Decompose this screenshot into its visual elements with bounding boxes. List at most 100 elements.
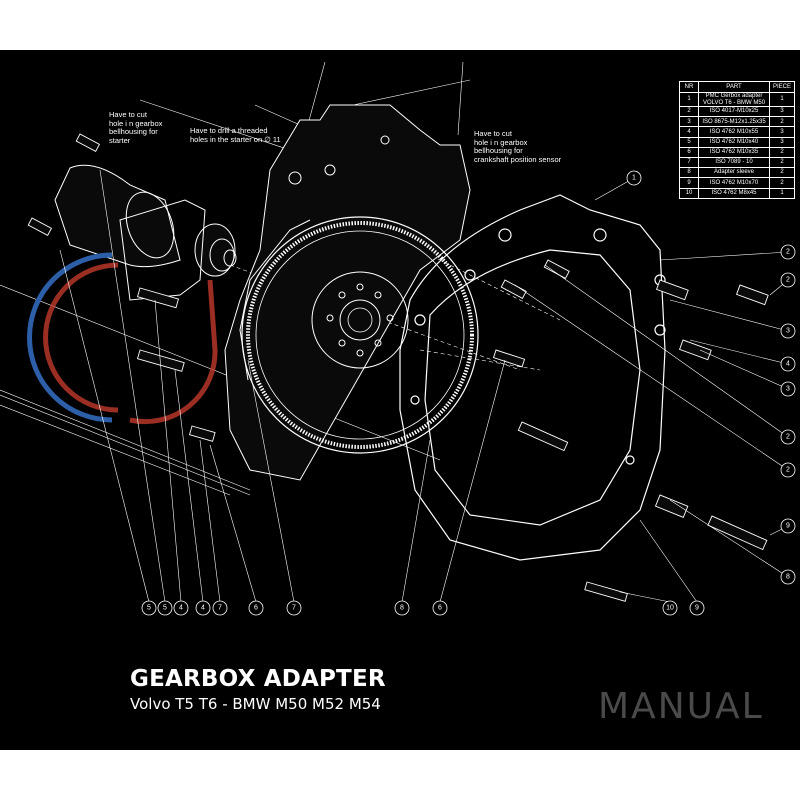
flywheel — [241, 216, 479, 454]
parts-table-header-part: PART — [698, 81, 770, 93]
callout-balloon: 5 — [157, 600, 173, 616]
parts-table-cell-nr: 6 — [679, 146, 699, 158]
parts-table-cell-part: ISO 4762 M10x70 — [698, 177, 770, 189]
callout-balloon: 1 — [626, 170, 642, 186]
callout-number: 2 — [786, 434, 790, 441]
callout-balloon: 9 — [780, 518, 796, 534]
callout-balloon: 6 — [432, 600, 448, 616]
parts-table-cell-piece: 2 — [769, 116, 795, 128]
callout-balloon: 4 — [173, 600, 189, 616]
callout-number: 3 — [786, 328, 790, 335]
callout-balloon: 2 — [780, 244, 796, 260]
callout-number: 4 — [786, 361, 790, 368]
parts-table-cell-piece: 2 — [769, 167, 795, 179]
callout-balloon: 3 — [780, 323, 796, 339]
parts-table-cell-nr: 10 — [679, 187, 699, 199]
parts-table-cell-piece: 2 — [769, 156, 795, 169]
callout-balloon: 4 — [780, 356, 796, 372]
parts-table-cell-part: PMC Gerbox adapter VOLVO T6 - BMW M50 — [698, 92, 770, 107]
callout-number: 3 — [786, 386, 790, 393]
parts-table-cell-part: Adapter sleeve — [698, 167, 770, 179]
parts-table-cell-part: ISO 4762 M8x45 — [698, 187, 770, 199]
callout-number: 6 — [254, 605, 258, 612]
callout-number: 2 — [786, 249, 790, 256]
callout-number: 5 — [163, 605, 167, 612]
parts-table-cell-nr: 1 — [679, 92, 699, 107]
logo-watermark — [27, 252, 218, 425]
starter-motor — [54, 164, 237, 301]
callout-balloon: 2 — [780, 462, 796, 478]
parts-table-header-nr: NR — [679, 81, 699, 93]
parts-table-cell-part: ISO 8675-M12x1.25x35 — [698, 116, 770, 128]
parts-table-cell-piece: 2 — [769, 146, 795, 158]
callout-number: 7 — [292, 605, 296, 612]
parts-table-cell-nr: 9 — [679, 177, 699, 189]
note-crank-hole: Have to cut hole i n gearbox bellhousing… — [474, 129, 562, 164]
callout-balloon: 6 — [248, 600, 264, 616]
callout-number: 1 — [632, 175, 636, 182]
parts-table-header-piece: PIECE — [769, 81, 795, 93]
callout-balloon: 10 — [662, 600, 678, 616]
callout-number: 4 — [179, 605, 183, 612]
callout-number: 2 — [786, 467, 790, 474]
parts-table-cell-nr: 5 — [679, 136, 699, 148]
page-subtitle: Volvo T5 T6 - BMW M50 M52 M54 — [130, 695, 381, 713]
callouts-right: 2 2 3 4 3 2 2 8 9 — [780, 244, 796, 585]
callout-number: 10 — [666, 605, 674, 612]
callout-number: 9 — [695, 605, 699, 612]
parts-table-cell-part: ISO 7089 - 10 — [698, 156, 770, 169]
parts-table-cell-piece: 3 — [769, 136, 795, 148]
parts-table-header-row: NR PART PIECE — [679, 81, 795, 93]
callout-number: 9 — [786, 523, 790, 530]
callout-balloon: 8 — [394, 600, 410, 616]
callout-balloon: 5 — [141, 600, 157, 616]
parts-table-cell-nr: 3 — [679, 116, 699, 128]
parts-table-cell-piece: 3 — [769, 126, 795, 138]
parts-table-cell-part: ISO 4762 M10x35 — [698, 146, 770, 158]
parts-table-cell-nr: 8 — [679, 167, 699, 179]
parts-table-cell-nr: 4 — [679, 126, 699, 138]
parts-table-cell-part: ISO 4762 M10x40 — [698, 136, 770, 148]
callout-balloon: 2 — [780, 429, 796, 445]
callout-balloon: 4 — [195, 600, 211, 616]
callout-balloon: 9 — [689, 600, 705, 616]
callout-top: 1 — [626, 170, 642, 186]
parts-table-cell-part: ISO 4762 M10x55 — [698, 126, 770, 138]
callout-balloon: 7 — [286, 600, 302, 616]
parts-table-cell-piece: 1 — [769, 92, 795, 107]
note-threaded-hole: Have to drill a threaded holes in the st… — [190, 126, 281, 144]
callout-number: 8 — [400, 605, 404, 612]
manual-label: MANUAL — [598, 686, 764, 727]
adapter-plate — [399, 194, 666, 561]
callout-balloon: 7 — [212, 600, 228, 616]
leader-lines — [59, 169, 789, 603]
callout-number: 8 — [786, 574, 790, 581]
callout-balloon: 8 — [780, 569, 796, 585]
callout-balloon: 3 — [780, 381, 796, 397]
callout-number: 5 — [147, 605, 151, 612]
parts-table-cell-piece: 1 — [769, 187, 795, 199]
callout-number: 4 — [201, 605, 205, 612]
callout-balloon: 2 — [780, 272, 796, 288]
note-starter-hole: Have to cut hole i n gearbox bellhousing… — [109, 110, 163, 145]
callout-number: 7 — [218, 605, 222, 612]
parts-table-cell-piece: 2 — [769, 177, 795, 189]
parts-table-cell-nr: 2 — [679, 105, 699, 118]
callout-number: 6 — [438, 605, 442, 612]
parts-table-cell-nr: 7 — [679, 156, 699, 169]
parts-table-cell-part: ISO 4017-M10x25 — [698, 105, 770, 118]
callouts-bottom: 5 5 4 4 7 6 7 8 6 10 9 — [141, 600, 705, 616]
